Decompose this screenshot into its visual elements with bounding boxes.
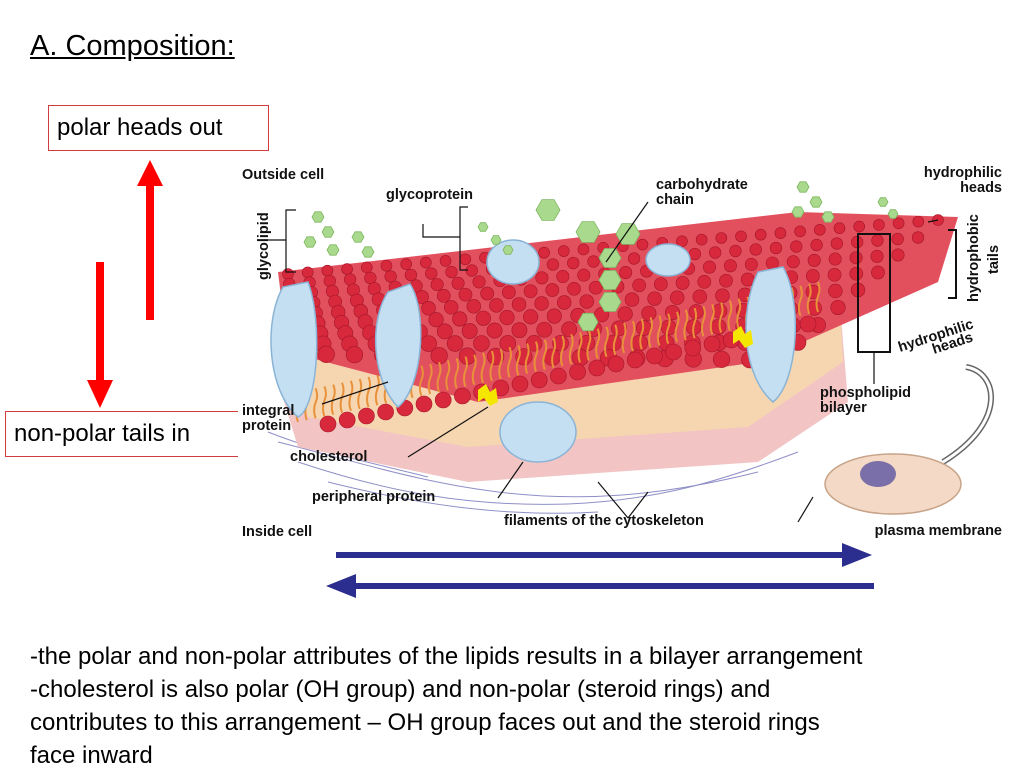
- cytoskeleton-filaments: [267, 431, 799, 514]
- integral-protein-right: [745, 266, 797, 403]
- hydrophilic-top-label: hydrophilic: [924, 165, 1002, 181]
- filaments-label: filaments of the cytoskeleton: [504, 513, 704, 529]
- carbohydrate-label: carbohydrate: [656, 177, 748, 193]
- inside-cell-label: Inside cell: [242, 524, 312, 540]
- heads-top-label: heads: [960, 180, 1002, 196]
- phospholipid-tails: [295, 281, 821, 423]
- protein-label: protein: [242, 418, 291, 434]
- polar-heads-callout: polar heads out: [48, 105, 269, 151]
- cell-illustration: [824, 453, 962, 515]
- protein-top: [645, 243, 691, 277]
- text-line: contributes to this arrangement – OH gro…: [30, 709, 820, 736]
- chain-label: chain: [656, 192, 694, 208]
- plasma-membrane-diagram: Outside cell Inside cell glycolipid glyc…: [238, 162, 1006, 540]
- right-arrow-icon: [336, 543, 872, 567]
- hydrophobic-label: hydrophobic: [966, 214, 982, 302]
- text-line: -cholesterol is also polar (OH group) an…: [30, 676, 771, 703]
- integral-protein-mid: [374, 283, 422, 409]
- integral-label: integral: [242, 403, 294, 419]
- lateral-movement-arrows: [326, 543, 874, 598]
- slide-title: A. Composition:: [30, 30, 235, 62]
- cholesterol-molecules: [478, 326, 753, 406]
- carbohydrate-chains: [303, 181, 899, 332]
- peripheral-protein: [499, 401, 577, 463]
- tails-label: tails: [986, 245, 1002, 274]
- nonpolar-tails-callout: non-polar tails in: [5, 411, 239, 457]
- glycoprotein-label: glycoprotein: [386, 187, 473, 203]
- bilayer-label: bilayer: [820, 400, 867, 416]
- glycoprotein-body: [486, 239, 540, 285]
- plasma-membrane-label: plasma membrane: [875, 523, 1002, 539]
- left-arrow-icon: [326, 574, 874, 598]
- peripheral-protein-label: peripheral protein: [312, 489, 435, 505]
- down-arrow-icon: [87, 262, 113, 408]
- up-arrow-icon: [137, 160, 163, 320]
- cholesterol-label: cholesterol: [290, 449, 367, 465]
- outside-cell-label: Outside cell: [242, 167, 324, 183]
- explanation-text: -the polar and non-polar attributes of t…: [30, 640, 1020, 772]
- glycolipid-label: glycolipid: [256, 212, 272, 280]
- text-line: face inward: [30, 742, 153, 769]
- phospholipid-label: phospholipid: [820, 385, 911, 401]
- nucleus-icon: [860, 461, 896, 487]
- integral-protein-left: [270, 281, 318, 418]
- text-line: -the polar and non-polar attributes of t…: [30, 643, 863, 670]
